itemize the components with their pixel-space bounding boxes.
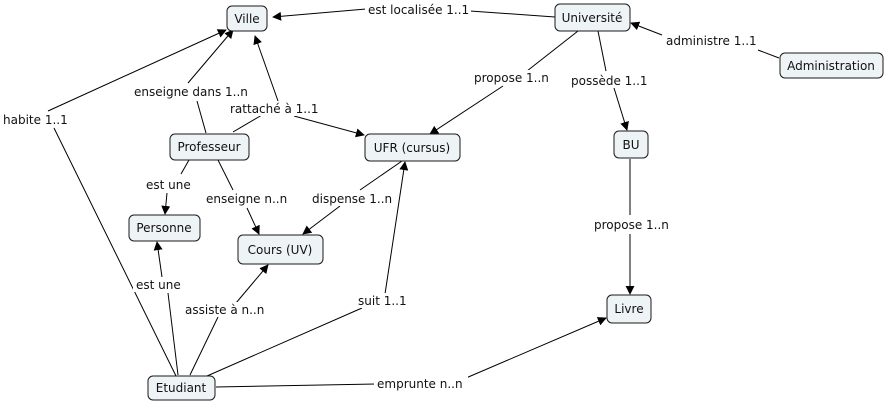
link-label-rattache: rattaché à 1..1 (228, 101, 323, 116)
concept-ufr[interactable]: UFR (cursus) (364, 133, 461, 162)
link-label-est-localisee: est localisée 1..1 (365, 2, 471, 17)
link-professeur-ville (187, 29, 234, 134)
svg-text:rattaché à 1..1: rattaché à 1..1 (230, 102, 319, 116)
svg-text:emprunte n..n: emprunte n..n (377, 377, 463, 391)
svg-text:dispense 1..n: dispense 1..n (312, 192, 392, 206)
concept-universite[interactable]: Université (554, 3, 631, 32)
link-label-enseigne: enseigne n..n (203, 191, 291, 206)
link-label-propose-livre: propose 1..n (591, 217, 673, 232)
link-etudiant-cours (189, 264, 269, 376)
link-label-assiste: assiste à n..n (182, 302, 268, 317)
concept-bu[interactable]: BU (613, 130, 649, 159)
link-label-est-une-prof: est une (143, 177, 193, 192)
svg-text:enseigne n..n: enseigne n..n (206, 192, 287, 206)
svg-text:Administration: Administration (787, 59, 875, 73)
link-professeur-ufr (232, 35, 365, 138)
svg-text:Livre: Livre (614, 302, 643, 316)
link-etudiant-ville (47, 29, 227, 377)
link-administration-universite (630, 21, 780, 59)
link-professeur-personne (161, 159, 190, 215)
concept-etudiant[interactable]: Etudiant (147, 375, 216, 401)
svg-text:Etudiant: Etudiant (156, 381, 207, 395)
svg-text:Personne: Personne (136, 221, 191, 235)
link-label-dispense: dispense 1..n (309, 191, 395, 206)
concept-professeur[interactable]: Professeur (169, 133, 250, 161)
link-professeur-cours (217, 159, 260, 235)
svg-text:propose 1..n: propose 1..n (474, 71, 549, 85)
svg-text:Ville: Ville (234, 12, 259, 26)
link-label-enseigne-dans: enseigne dans 1..n (131, 84, 248, 99)
link-universite-bu (597, 30, 629, 131)
svg-text:Professeur: Professeur (177, 140, 240, 154)
svg-text:BU: BU (622, 138, 639, 152)
concept-livre[interactable]: Livre (606, 294, 652, 324)
svg-text:est une: est une (146, 178, 191, 192)
link-label-suit: suit 1..1 (356, 293, 412, 308)
svg-text:administre 1..1: administre 1..1 (666, 34, 757, 48)
link-label-habite: habite 1..1 (1, 112, 71, 127)
svg-text:enseigne dans 1..n: enseigne dans 1..n (134, 85, 248, 99)
link-ufr-cours (302, 160, 403, 235)
svg-text:Cours (UV): Cours (UV) (248, 243, 313, 257)
svg-text:propose 1..n: propose 1..n (594, 218, 669, 232)
svg-text:UFR (cursus): UFR (cursus) (374, 141, 450, 155)
link-label-possede: possède 1..1 (569, 73, 651, 88)
link-label-emprunte: emprunte n..n (374, 376, 468, 391)
concept-ville[interactable]: Ville (226, 5, 268, 32)
link-etudiant-livre (215, 317, 607, 388)
svg-text:est une: est une (136, 278, 181, 292)
link-label-administre: administre 1..1 (663, 33, 759, 48)
svg-text:est localisée 1..1: est localisée 1..1 (368, 3, 469, 17)
svg-text:habite 1..1: habite 1..1 (3, 113, 68, 127)
link-label-propose-ufr: propose 1..n (472, 70, 554, 85)
link-etudiant-ufr (206, 161, 409, 377)
link-label-est-une-etud: est une (133, 277, 183, 292)
link-universite-ufr (429, 30, 579, 135)
svg-text:possède 1..1: possède 1..1 (571, 74, 648, 88)
svg-text:suit 1..1: suit 1..1 (358, 294, 407, 308)
link-universite-ville (272, 8, 556, 21)
svg-text:Université: Université (562, 11, 623, 25)
concept-administration[interactable]: Administration (779, 52, 884, 79)
concept-personne[interactable]: Personne (128, 214, 201, 242)
link-etudiant-personne (153, 241, 179, 376)
concept-cours[interactable]: Cours (UV) (237, 234, 324, 265)
svg-text:assiste à n..n: assiste à n..n (185, 303, 264, 317)
